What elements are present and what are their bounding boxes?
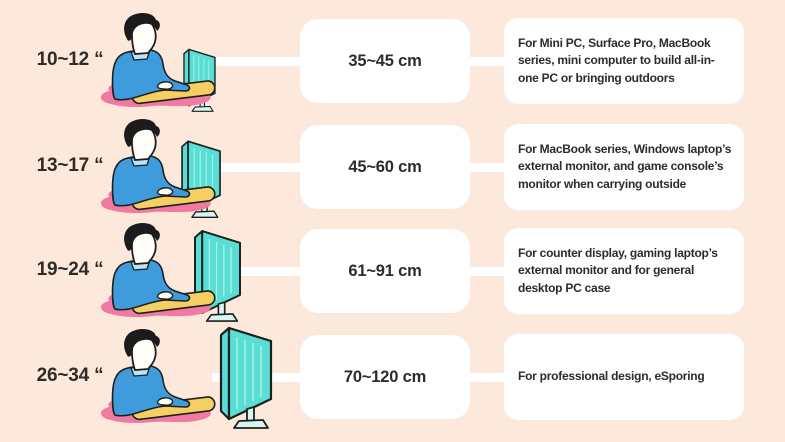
usage-description-card: For counter display, gaming laptop’s ext… — [504, 228, 744, 314]
usage-description-card: For MacBook series, Windows laptop’s ext… — [504, 124, 744, 210]
size-range-label: 10~12 “ — [36, 49, 104, 71]
distance-value: 70~120 cm — [343, 367, 427, 386]
usage-description: For Mini PC, Surface Pro, MacBook series… — [518, 35, 715, 85]
usage-description-card: For professional design, eSporing — [504, 334, 744, 420]
person-at-desk-illustration — [100, 118, 221, 219]
monitor-size-row: 10~12 “ 35~45 cm For Mini PC, Surface Pr… — [0, 8, 785, 114]
distance-card: 45~60 cm — [300, 125, 470, 209]
person-icon — [100, 328, 217, 424]
size-range-label: 19~24 “ — [36, 259, 104, 281]
usage-description: For professional design, eSporing — [518, 369, 705, 384]
person-at-desk-illustration — [100, 12, 217, 113]
distance-value: 35~45 cm — [348, 51, 422, 70]
distance-value: 45~60 cm — [348, 157, 422, 176]
person-at-desk-illustration — [100, 222, 241, 323]
distance-card: 70~120 cm — [300, 335, 470, 419]
distance-card: 61~91 cm — [300, 229, 470, 313]
distance-value: 61~91 cm — [348, 261, 422, 280]
monitor-size-row: 26~34 “ 70~120 cm For professional desig… — [0, 324, 785, 430]
monitor-size-row: 13~17 “ 45~60 cm For MacBook series, Win… — [0, 114, 785, 220]
usage-description-card: For Mini PC, Surface Pro, MacBook series… — [504, 18, 744, 104]
usage-description: For MacBook series, Windows laptop’s ext… — [518, 141, 732, 191]
size-range-label: 26~34 “ — [36, 365, 104, 387]
person-at-desk-illustration — [100, 326, 273, 430]
monitor-size-row: 19~24 “ 61~91 cm For counter display, ga… — [0, 218, 785, 324]
usage-description: For counter display, gaming laptop’s ext… — [518, 245, 718, 295]
distance-card: 35~45 cm — [300, 19, 470, 103]
size-range-label: 13~17 “ — [36, 155, 104, 177]
monitor-icon — [219, 326, 273, 430]
